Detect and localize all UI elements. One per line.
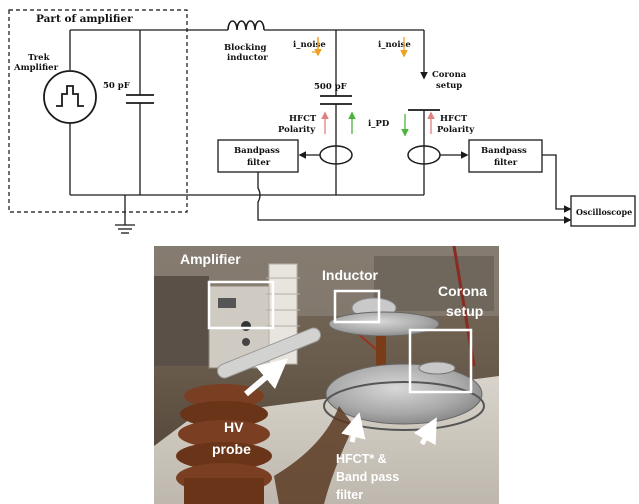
hv-divider-insulator <box>176 384 272 504</box>
photo-label-hv-line2: probe <box>212 441 251 457</box>
corona-label-line2: setup <box>436 81 462 91</box>
noise-label-right: i_noise <box>378 40 411 50</box>
amplifier-knob-2 <box>242 338 250 346</box>
amplifier-label-line1: Trek <box>28 53 51 63</box>
trek-amplifier-symbol <box>43 70 97 124</box>
photo-label-corona-line1: Corona <box>438 283 487 299</box>
amplifier-label-line2: Amplifier <box>13 63 59 73</box>
lab-shelf <box>374 256 494 311</box>
hfct-left-label-line2: Polarity <box>278 125 316 135</box>
setup-photograph: Amplifier Inductor Corona setup HV probe… <box>154 246 499 504</box>
lab-equipment-left <box>154 276 209 366</box>
amplifier-display <box>218 298 236 308</box>
photo-label-hfct-line2: Band pass <box>336 470 399 484</box>
hfct-right-label-line2: Polarity <box>437 125 475 135</box>
amplifier-waveform-icon <box>56 85 84 107</box>
oscilloscope-box <box>570 195 636 227</box>
oscilloscope-label: Oscilloscope <box>576 207 632 217</box>
corona-rod <box>376 336 386 391</box>
ipd-label: i_PD <box>368 119 390 129</box>
amplifier-highlight-box <box>207 280 275 330</box>
hv-probe-arrow-icon <box>244 358 289 397</box>
insulator-sheds <box>266 277 300 327</box>
photo-label-hfct-line1: HFCT* & <box>336 452 387 466</box>
cap1-value: 50 pF <box>103 81 130 91</box>
corona-top-plate <box>328 311 440 337</box>
circuit-schematic: Part of amplifier Blocking inductor Trek… <box>8 9 636 234</box>
hfct-left-label-line1: HFCT <box>289 114 317 124</box>
filter-right-to-scope <box>542 154 572 213</box>
bpf-left-label-line2: filter <box>247 158 271 168</box>
bpf-right-label-line1: Bandpass <box>481 146 527 156</box>
bpf-right-label-line2: filter <box>494 158 518 168</box>
signal-cable <box>274 406 354 504</box>
filter-left-to-scope <box>257 172 572 224</box>
photo-label-amplifier: Amplifier <box>180 251 241 267</box>
photo-label-corona-line2: setup <box>446 303 483 319</box>
noise-label-left: i_noise <box>293 40 326 50</box>
photo-label-inductor: Inductor <box>322 267 379 283</box>
box-title: Part of amplifier <box>36 13 133 25</box>
corona-highlight-box <box>408 328 473 394</box>
inductor-highlight-box <box>333 289 381 324</box>
hfct-right-label-line1: HFCT <box>440 114 468 124</box>
photo-label-hv-line1: HV <box>224 419 244 435</box>
hfct-arrow-left-icon <box>341 412 366 443</box>
corona-base-disk <box>325 363 483 425</box>
amplifier-knob <box>241 321 251 331</box>
bpf-left-label-line1: Bandpass <box>234 146 280 156</box>
corona-label-line1: Corona <box>432 70 467 80</box>
inductor-label-line2: inductor <box>227 53 268 63</box>
hfct-arrow-right-icon <box>413 417 437 446</box>
bandpass-filter-left <box>217 139 299 173</box>
cap2-value: 500 pF <box>314 82 347 92</box>
bandpass-filter-right <box>468 139 543 173</box>
corona-small-electrode <box>418 361 456 375</box>
blocking-inductor <box>227 20 265 31</box>
amplifier-dashed-box <box>8 9 188 213</box>
corona-base-disk-rim <box>323 381 485 431</box>
inductor-label-line1: Blocking <box>224 43 267 53</box>
photo-label-hfct-line3: filter <box>336 488 363 502</box>
